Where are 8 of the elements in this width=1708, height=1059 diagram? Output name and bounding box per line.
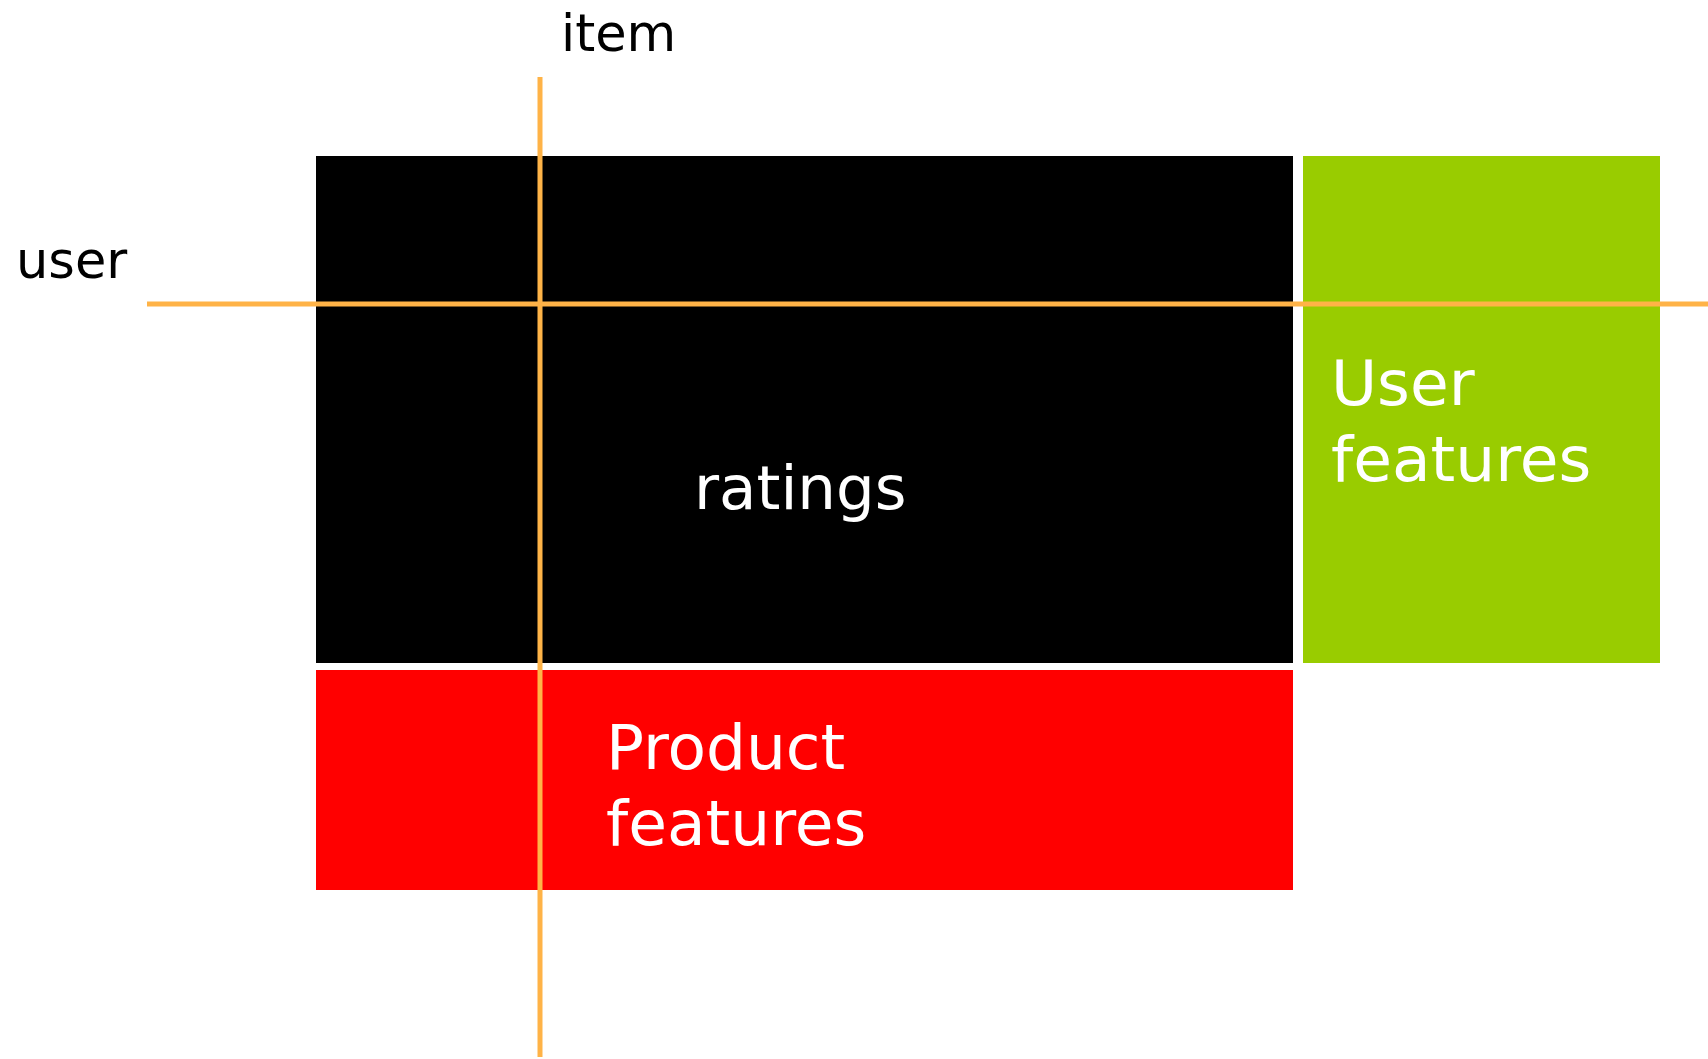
filled-block	[316, 156, 1293, 663]
filled-block	[316, 670, 1293, 890]
axis-label: item	[561, 8, 677, 59]
block-label: Product features	[606, 710, 868, 862]
filled-block	[1303, 156, 1660, 663]
block-label: User features	[1331, 346, 1593, 498]
block-label: ratings	[694, 451, 908, 525]
axis-label: user	[16, 235, 128, 286]
